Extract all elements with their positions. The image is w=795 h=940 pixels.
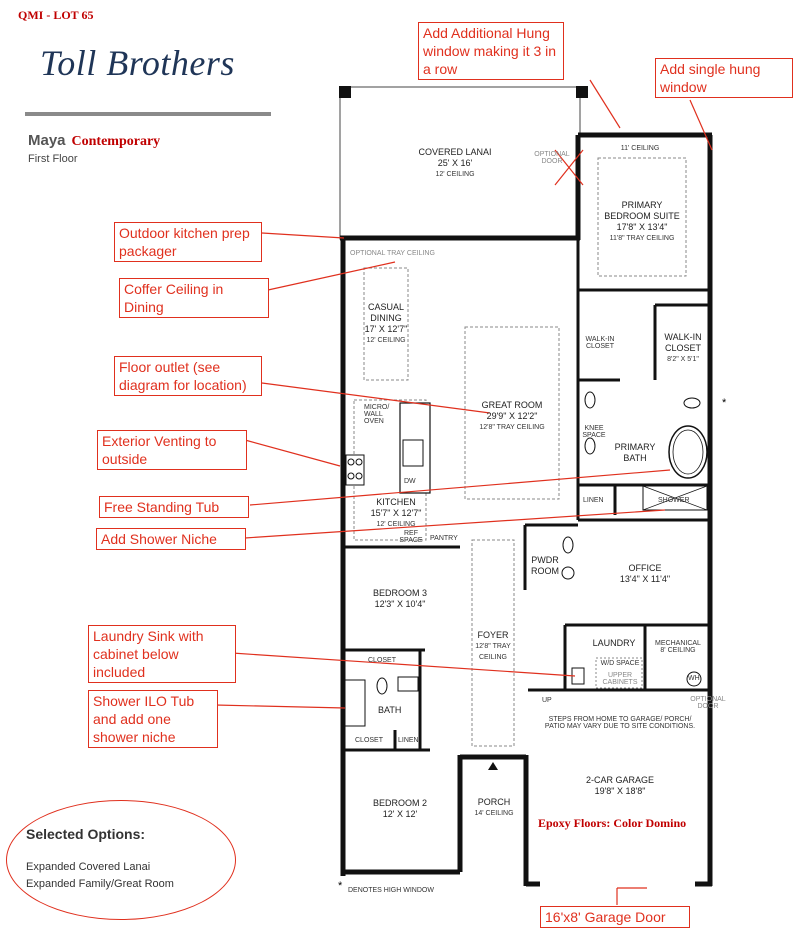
callout-add-hung-window: Add Additional Hung window making it 3 i… xyxy=(418,22,564,80)
room-covered-lanai: COVERED LANAI 25' X 16' 12' CEILING xyxy=(418,147,492,178)
room-bedroom-3: BEDROOM 3 12'3" X 10'4" xyxy=(372,588,427,609)
selected-options-title: Selected Options: xyxy=(26,826,146,842)
callout-outdoor-kitchen: Outdoor kitchen prep packager xyxy=(114,222,262,262)
selected-options-ellipse xyxy=(6,800,236,920)
room-garage: 2-CAR GARAGE 19'8" X 18'8" xyxy=(585,775,654,796)
closet-hall: CLOSET xyxy=(355,737,384,744)
brand-logo: Toll Brothers xyxy=(40,43,235,83)
room-great-room: GREAT ROOM 29'9" X 12'2" 12'8" TRAY CEIL… xyxy=(479,400,545,431)
water-heater: WH xyxy=(688,675,700,682)
callout-exterior-venting: Exterior Venting to outside xyxy=(97,430,247,470)
selected-option-item: Expanded Family/Great Room xyxy=(26,878,174,890)
shower-label: SHOWER xyxy=(658,497,690,504)
linen-closet: LINEN xyxy=(583,497,604,504)
epoxy-floors-note: Epoxy Floors: Color Domino xyxy=(538,816,687,830)
callout-garage-door: 16'x8' Garage Door xyxy=(540,906,690,928)
callout-shower-niche: Add Shower Niche xyxy=(96,528,246,550)
walkin-closet-2: WALK-IN CLOSET 8'2" X 5'1" xyxy=(664,332,702,363)
room-powder: PWDR ROOM xyxy=(531,555,559,576)
optional-tray-label: OPTIONAL TRAY CEILING xyxy=(350,250,435,257)
room-casual-dining: CASUAL DINING 17' X 12'7" 12' CEILING xyxy=(364,302,408,344)
room-bath: BATH xyxy=(378,705,402,715)
selected-option-item: Expanded Covered Lanai xyxy=(26,861,151,873)
optional-door-lanai: OPTIONAL DOOR xyxy=(534,151,570,165)
lot-label: QMI - LOT 65 xyxy=(18,8,94,22)
closet-bedroom-3: CLOSET xyxy=(368,657,397,664)
ref-space: REF SPACE xyxy=(399,530,423,544)
room-laundry: LAUNDRY xyxy=(592,638,636,648)
room-mechanical: MECHANICAL 8' CEILING xyxy=(655,640,701,654)
header-divider xyxy=(25,112,271,116)
dishwasher: DW xyxy=(404,478,416,485)
high-window-mark: * xyxy=(722,397,727,409)
linen-hall: LINEN xyxy=(398,737,419,744)
callout-add-single-hung: Add single hung window xyxy=(655,58,793,98)
optional-door-garage: OPTIONAL DOOR xyxy=(690,696,726,710)
suite-ceiling-label: 11' CEILING xyxy=(620,145,660,152)
room-primary-suite: PRIMARY BEDROOM SUITE 17'8" X 13'4" 11'8… xyxy=(604,200,680,242)
callout-floor-outlet: Floor outlet (see diagram for location) xyxy=(114,356,262,396)
floor-label: First Floor xyxy=(28,153,78,165)
room-primary-bath: PRIMARY BATH xyxy=(614,442,656,463)
callout-free-standing-tub: Free Standing Tub xyxy=(99,496,249,518)
wd-space: W/D SPACE xyxy=(600,660,640,667)
steps-note: STEPS FROM HOME TO GARAGE/ PORCH/ PATIO … xyxy=(544,716,696,730)
callout-coffer-ceiling: Coffer Ceiling in Dining xyxy=(119,278,269,318)
room-kitchen: KITCHEN 15'7" X 12'7" 12' CEILING xyxy=(370,497,422,528)
callout-laundry-sink: Laundry Sink with cabinet below included xyxy=(88,625,236,683)
upper-cabinets: UPPER CABINETS xyxy=(602,672,638,686)
room-bedroom-2: BEDROOM 2 12' X 12' xyxy=(372,798,427,819)
callout-shower-ilo-tub: Shower ILO Tub and add one shower niche xyxy=(88,690,218,748)
walkin-closet-1: WALK-IN CLOSET xyxy=(585,336,615,350)
room-foyer: FOYER 12'8" TRAY CEILING xyxy=(475,630,511,661)
knee-space: KNEE SPACE xyxy=(582,425,606,439)
model-style: Contemporary xyxy=(71,134,161,149)
up-label: UP xyxy=(542,697,552,704)
room-office: OFFICE 13'4" X 11'4" xyxy=(619,563,671,584)
micro-wall-oven: MICRO/ WALL OVEN xyxy=(364,404,390,425)
room-porch: PORCH 14' CEILING xyxy=(474,797,514,817)
high-window-legend: DENOTES HIGH WINDOW xyxy=(348,887,434,894)
pantry: PANTRY xyxy=(430,535,458,542)
high-window-legend-mark: * xyxy=(338,880,343,892)
